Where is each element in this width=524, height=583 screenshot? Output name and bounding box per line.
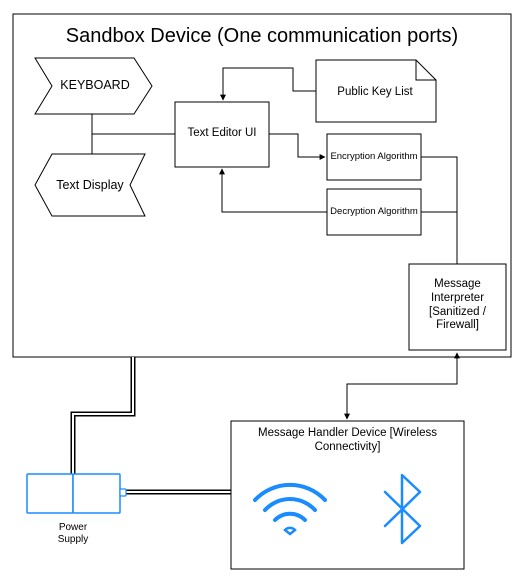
message-interpreter-label: Message Interpreter [Sanitized / Firewal…: [429, 278, 486, 332]
interpreter-handler-arrow: [344, 352, 460, 420]
text-editor-box: [174, 101, 270, 168]
encryption-to-interpreter-line: [421, 156, 458, 264]
text-display-shape: [34, 153, 146, 217]
encryption-box: [326, 133, 422, 181]
text-display-label: Text Display: [56, 178, 124, 192]
message-interpreter-box: [408, 263, 507, 351]
bluetooth-icon: [383, 473, 422, 545]
decryption-label: Decryption Algorithm: [330, 206, 418, 217]
message-handler-box: [230, 420, 465, 570]
power-supply-icon: [26, 473, 127, 514]
encryption-label: Encryption Algorithm: [330, 151, 418, 162]
power-supply-label: Power Supply: [57, 522, 89, 545]
text-editor-label: Text Editor UI: [187, 127, 257, 139]
public-key-arrow: [220, 67, 316, 101]
decryption-to-editor-arrow: [219, 168, 327, 213]
decryption-box: [326, 188, 422, 236]
public-key-list-shape: [315, 59, 437, 123]
keyboard-label: KEYBOARD: [60, 78, 130, 92]
keyboard-shape: [34, 57, 153, 115]
editor-to-encryption-arrow: [269, 133, 326, 160]
public-key-list-label: Public Key List: [337, 86, 413, 98]
wifi-icon: [253, 482, 327, 536]
sandbox-power-cable: [70, 357, 136, 474]
message-handler-label: Message Handler Device [Wireless Connect…: [258, 427, 437, 453]
sandbox-device-title: Sandbox Device (One communication ports): [65, 25, 459, 47]
